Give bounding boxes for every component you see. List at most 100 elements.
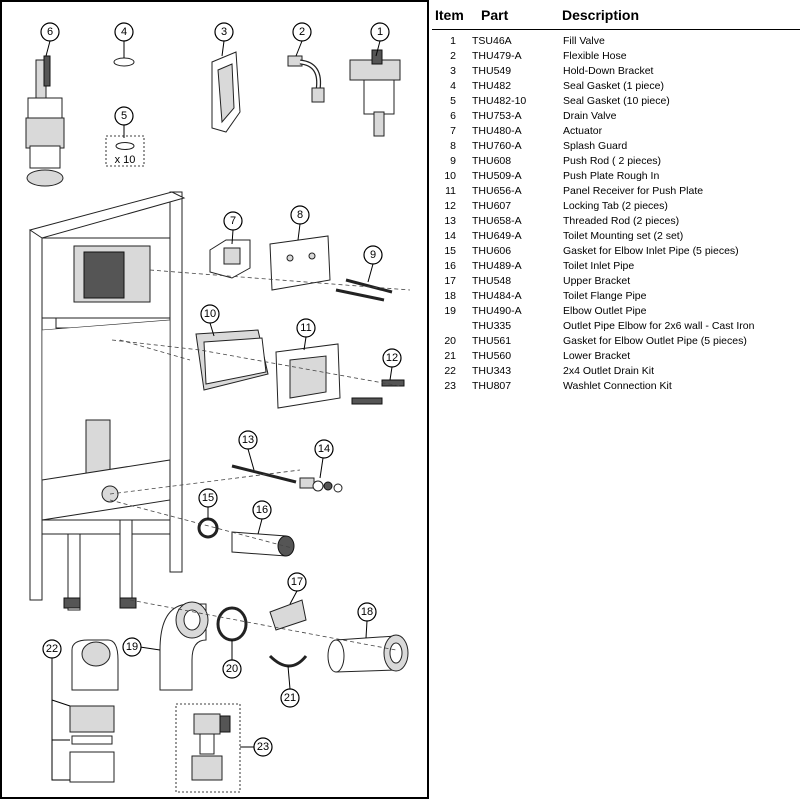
assembly-guide-lines bbox=[109, 269, 411, 651]
row-item-number: 19 bbox=[444, 305, 456, 317]
row-description: Upper Bracket bbox=[563, 275, 631, 287]
row-part-number: THU760-A bbox=[472, 140, 522, 152]
row-description: Toilet Flange Pipe bbox=[563, 290, 647, 302]
callout-label: 16 bbox=[256, 504, 268, 516]
row-part-number: THU480-A bbox=[472, 125, 522, 137]
callout-21: 21 bbox=[280, 688, 300, 708]
row-part-number: THU479-A bbox=[472, 50, 522, 62]
table-row: 5 THU482-10 Seal Gasket (10 piece) bbox=[432, 94, 800, 109]
row-part-number: THU484-A bbox=[472, 290, 522, 302]
table-row: 11 THU656-A Panel Receiver for Push Plate bbox=[432, 184, 800, 199]
row-item-number: 5 bbox=[450, 95, 456, 107]
row-item-number: 17 bbox=[444, 275, 456, 287]
seal-gasket-pack-illustration: x 10 bbox=[105, 135, 145, 167]
callout-3: 3 bbox=[214, 22, 234, 42]
table-row: 7 THU480-A Actuator bbox=[432, 124, 800, 139]
row-item-number: 10 bbox=[444, 170, 456, 182]
row-description: Gasket for Elbow Outlet Pipe (5 pieces) bbox=[563, 335, 747, 347]
row-part-number: THU482 bbox=[472, 80, 512, 92]
carrier-frame-illustration bbox=[28, 189, 187, 611]
row-item-number: 12 bbox=[444, 200, 456, 212]
row-description: Outlet Pipe Elbow for 2x6 wall - Cast Ir… bbox=[563, 320, 755, 332]
callout-14: 14 bbox=[314, 439, 334, 459]
row-description: Drain Valve bbox=[563, 110, 617, 122]
outlet-drain-kit-illustration bbox=[69, 639, 119, 783]
row-description: Toilet Inlet Pipe bbox=[563, 260, 635, 272]
table-row: 12 THU607 Locking Tab (2 pieces) bbox=[432, 199, 800, 214]
row-part-number: THU548 bbox=[472, 275, 512, 287]
row-part-number: THU607 bbox=[472, 200, 512, 212]
callout-8: 8 bbox=[290, 205, 310, 225]
callout-15: 15 bbox=[198, 488, 218, 508]
row-description: Panel Receiver for Push Plate bbox=[563, 185, 704, 197]
row-part-number: THU560 bbox=[472, 350, 512, 362]
callout-1: 1 bbox=[370, 22, 390, 42]
toilet-inlet-pipe-illustration bbox=[231, 531, 295, 557]
header-divider bbox=[432, 29, 800, 30]
row-description: Toilet Mounting set (2 set) bbox=[563, 230, 684, 242]
push-rod-illustration bbox=[335, 278, 393, 302]
row-description: Flexible Hose bbox=[563, 50, 627, 62]
row-part-number: THU343 bbox=[472, 365, 512, 377]
callout-label: 20 bbox=[226, 663, 238, 675]
row-part-number: THU335 bbox=[472, 320, 512, 332]
row-part-number: THU807 bbox=[472, 380, 512, 392]
callout-label: 19 bbox=[126, 641, 138, 653]
row-description: Fill Valve bbox=[563, 35, 605, 47]
callout-5: 5 bbox=[114, 106, 134, 126]
elbow-outlet-pipe-illustration bbox=[159, 601, 209, 691]
toilet-flange-pipe-illustration bbox=[327, 634, 409, 673]
row-description: Push Plate Rough In bbox=[563, 170, 660, 182]
row-item-number: 14 bbox=[444, 230, 456, 242]
row-item-number: 21 bbox=[444, 350, 456, 362]
callout-label: 12 bbox=[386, 352, 398, 364]
callout-18: 18 bbox=[357, 602, 377, 622]
row-description: Seal Gasket (10 piece) bbox=[563, 95, 670, 107]
callout-label: 7 bbox=[230, 215, 236, 227]
callout-23: 23 bbox=[253, 737, 273, 757]
row-part-number: THU482-10 bbox=[472, 95, 527, 107]
row-item-number: 22 bbox=[444, 365, 456, 377]
callout-label: 15 bbox=[202, 492, 214, 504]
row-description: Actuator bbox=[563, 125, 603, 137]
row-description: Locking Tab (2 pieces) bbox=[563, 200, 668, 212]
upper-bracket-illustration bbox=[269, 599, 307, 631]
callout-label: 9 bbox=[370, 249, 376, 261]
row-item-number: 7 bbox=[450, 125, 456, 137]
callout-11: 11 bbox=[296, 318, 316, 338]
callout-label: 22 bbox=[46, 643, 58, 655]
row-item-number: 4 bbox=[450, 80, 456, 92]
callout-label: 23 bbox=[257, 741, 269, 753]
row-description: Lower Bracket bbox=[563, 350, 631, 362]
callout-label: 21 bbox=[284, 692, 296, 704]
row-item-number: 11 bbox=[445, 185, 456, 197]
row-description: Gasket for Elbow Inlet Pipe (5 pieces) bbox=[563, 245, 739, 257]
row-part-number: THU606 bbox=[472, 245, 512, 257]
row-item-number: 16 bbox=[444, 260, 456, 272]
header-part: Part bbox=[481, 7, 509, 23]
callout-16: 16 bbox=[252, 500, 272, 520]
callout-20: 20 bbox=[222, 659, 242, 679]
table-row: 21 THU560 Lower Bracket bbox=[432, 349, 800, 364]
row-part-number: THU561 bbox=[472, 335, 512, 347]
callout-label: 3 bbox=[221, 26, 227, 38]
callout-label: 11 bbox=[300, 322, 311, 334]
row-part-number: THU656-A bbox=[472, 185, 522, 197]
callout-leader-lines bbox=[45, 40, 393, 781]
seal-gasket-illustration bbox=[113, 57, 135, 67]
callout-2: 2 bbox=[292, 22, 312, 42]
callout-4: 4 bbox=[114, 22, 134, 42]
table-header: Item Part Description bbox=[432, 4, 800, 28]
splash-guard-illustration bbox=[269, 235, 331, 291]
row-item-number: 3 bbox=[450, 65, 456, 77]
row-item-number: 8 bbox=[450, 140, 456, 152]
